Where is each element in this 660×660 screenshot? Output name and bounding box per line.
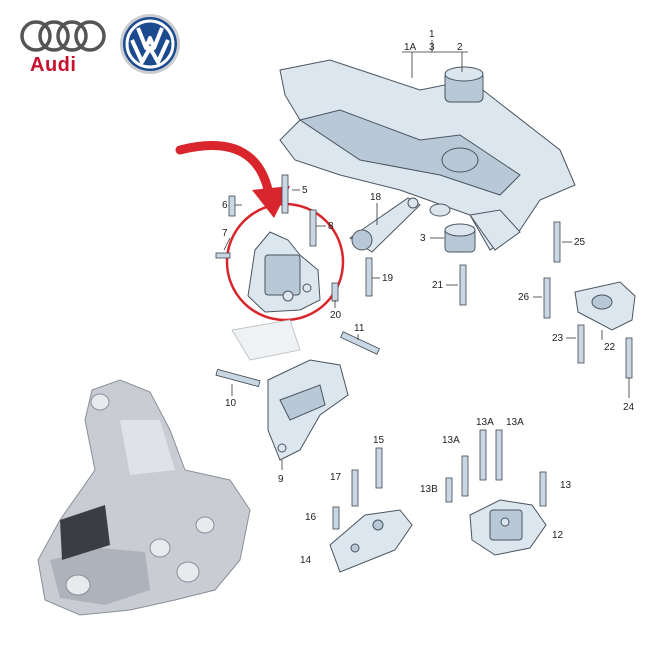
engine-mount-photo xyxy=(37,379,251,616)
label-17: 17 xyxy=(330,472,342,483)
label-13: 13 xyxy=(560,480,572,491)
volkswagen-logo xyxy=(120,14,180,74)
label-8: 8 xyxy=(328,221,334,232)
label-7: 7 xyxy=(222,228,228,239)
label-1: 1 xyxy=(429,29,435,40)
label-22: 22 xyxy=(604,342,616,353)
label-13a-left: 13A xyxy=(442,435,460,446)
highlight-arrow-head xyxy=(252,186,290,218)
label-6: 6 xyxy=(222,200,228,211)
bushing-3 xyxy=(444,223,476,253)
label-9: 9 xyxy=(278,474,284,485)
engine-mount-highlighted xyxy=(247,231,321,313)
bracket-14 xyxy=(329,509,413,573)
callouts: 1 1A 3 2 5 6 7 8 18 3 25 19 21 26 22 23 … xyxy=(222,29,635,566)
label-23: 23 xyxy=(552,333,564,344)
leader-lines xyxy=(223,40,630,470)
label-12: 12 xyxy=(552,530,564,541)
subframe xyxy=(279,59,576,251)
label-5: 5 xyxy=(302,185,308,196)
gearbox-outline-faded xyxy=(231,319,301,361)
label-3: 3 xyxy=(420,233,426,244)
bracket-22 xyxy=(574,281,636,331)
label-14: 14 xyxy=(300,555,312,566)
label-13b: 13B xyxy=(420,484,438,495)
label-16: 16 xyxy=(305,512,317,523)
label-21: 21 xyxy=(432,280,444,291)
label-15: 15 xyxy=(373,435,385,446)
label-13a-right: 13A xyxy=(506,417,524,428)
label-26: 26 xyxy=(518,292,530,303)
label-13a-mid: 13A xyxy=(476,417,494,428)
label-18: 18 xyxy=(370,192,382,203)
label-11: 11 xyxy=(354,323,365,334)
bracket-9 xyxy=(267,359,349,461)
label-24: 24 xyxy=(623,402,635,413)
highlight-arrow xyxy=(175,141,275,205)
gearbox-mount-12 xyxy=(469,499,547,556)
label-20: 20 xyxy=(330,310,342,321)
label-1a: 1A xyxy=(404,42,417,53)
label-25: 25 xyxy=(574,237,586,248)
label-3-top: 3 xyxy=(429,42,435,53)
audi-wordmark: Audi xyxy=(30,54,77,76)
torque-arm xyxy=(349,197,421,253)
bolts xyxy=(215,174,633,530)
audi-rings-logo xyxy=(20,20,106,52)
label-10: 10 xyxy=(225,398,237,409)
label-2: 2 xyxy=(457,42,463,53)
label-19: 19 xyxy=(382,273,394,284)
